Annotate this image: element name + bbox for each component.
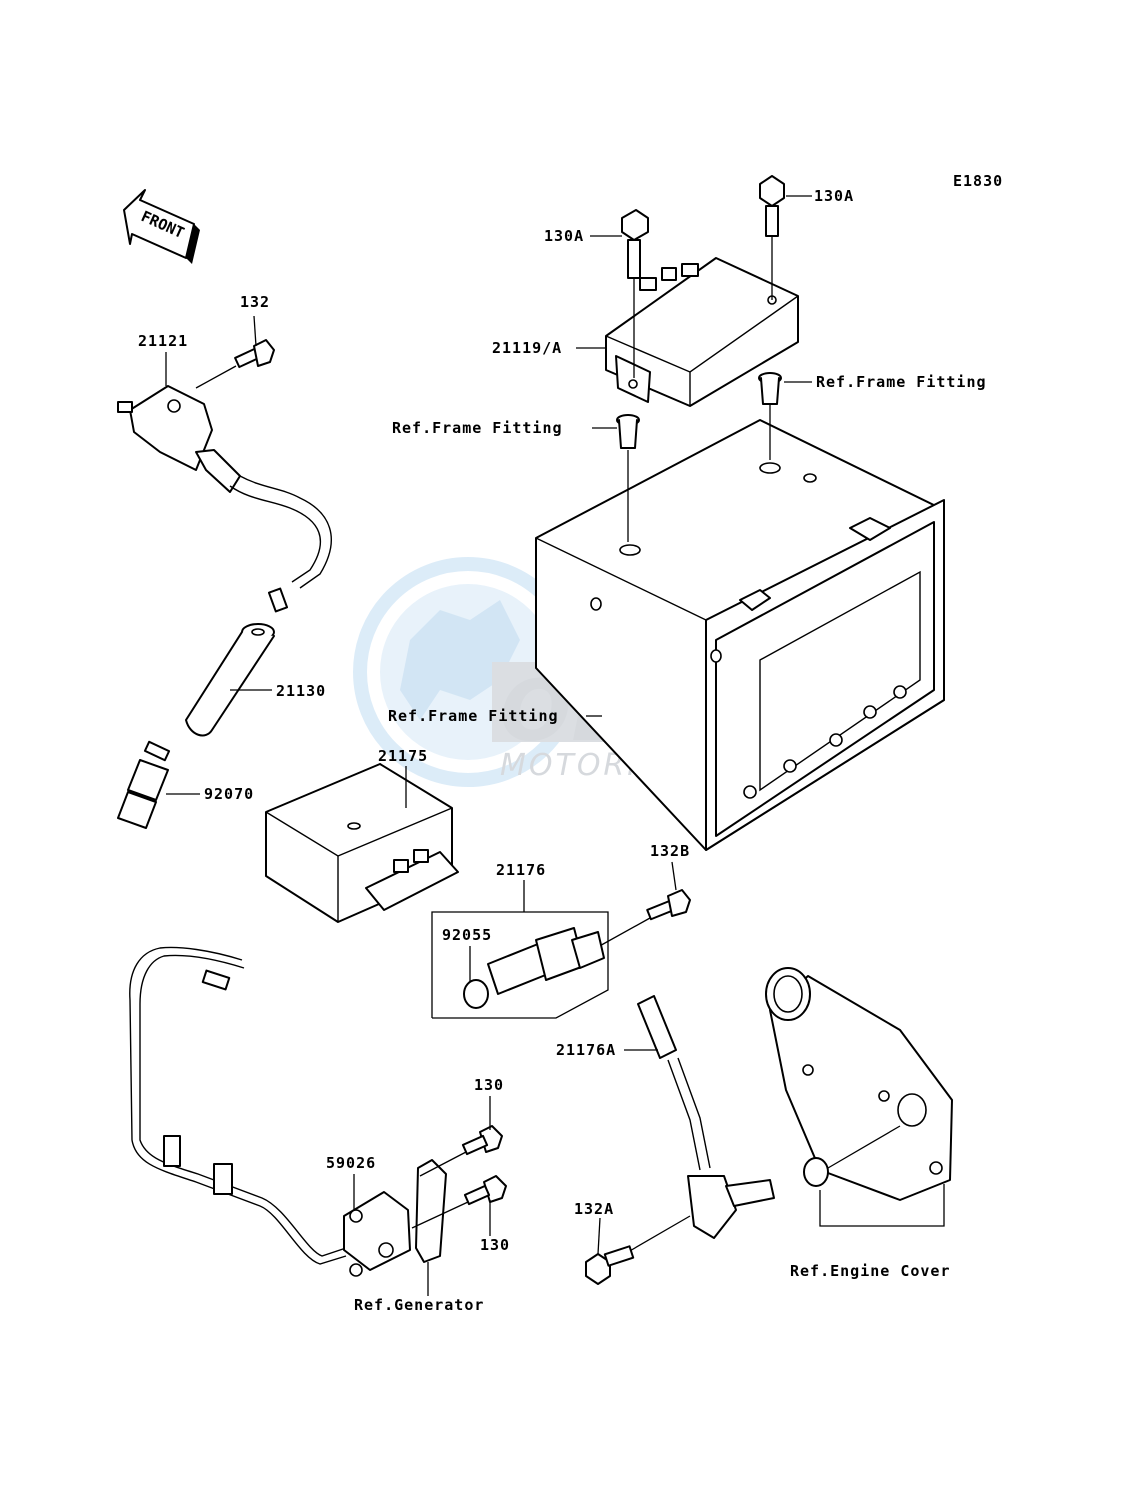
front-arrow-icon: FRONT [123,189,200,264]
label-92070[interactable]: 92070 [204,785,254,803]
label-ref-generator[interactable]: Ref.Generator [354,1296,484,1314]
bolt-132b [595,889,691,949]
bolt-130-bottom [411,1175,507,1229]
label-21176[interactable]: 21176 [496,861,546,879]
cdi-unit-21175 [265,763,459,923]
grommet-left [616,414,640,542]
part-labels: 130A 130A 21119/A Ref.Frame Fitting Ref.… [138,187,987,1314]
bolt-130a-left [621,209,649,378]
leader-lines [165,195,812,1296]
sensor-21176a [627,995,775,1253]
label-130a-left[interactable]: 130A [544,227,584,245]
plug-cap-21130 [185,623,275,737]
sensor-21176 [431,911,609,1019]
spark-plug-92070 [117,740,171,829]
label-92055[interactable]: 92055 [442,926,492,944]
label-21119a[interactable]: 21119/A [492,339,562,357]
bolt-132a [585,1245,635,1285]
diagram-code: E1830 [953,172,1003,190]
label-130-top[interactable]: 130 [474,1076,504,1094]
label-132[interactable]: 132 [240,293,270,311]
pickup-coil-59026 [129,946,447,1277]
grommet-right [758,372,782,460]
label-21130[interactable]: 21130 [276,682,326,700]
label-ref-frame-fitting-left[interactable]: Ref.Frame Fitting [392,419,563,437]
label-59026[interactable]: 59026 [326,1154,376,1172]
label-130-bottom[interactable]: 130 [480,1236,510,1254]
label-132b[interactable]: 132B [650,842,690,860]
label-21175[interactable]: 21175 [378,747,428,765]
label-130a-right[interactable]: 130A [814,187,854,205]
ignition-coil-21121 [117,385,332,613]
bolt-132 [234,339,275,369]
engine-cover [765,967,953,1227]
battery-case [535,419,945,851]
bolt-130a-right [759,175,785,300]
label-ref-engine-cover[interactable]: Ref.Engine Cover [790,1262,951,1280]
label-ref-frame-fitting-box[interactable]: Ref.Frame Fitting [388,707,559,725]
label-21176a[interactable]: 21176A [556,1041,616,1059]
label-21121[interactable]: 21121 [138,332,188,350]
label-ref-frame-fitting-right[interactable]: Ref.Frame Fitting [816,373,987,391]
label-132a[interactable]: 132A [574,1200,614,1218]
